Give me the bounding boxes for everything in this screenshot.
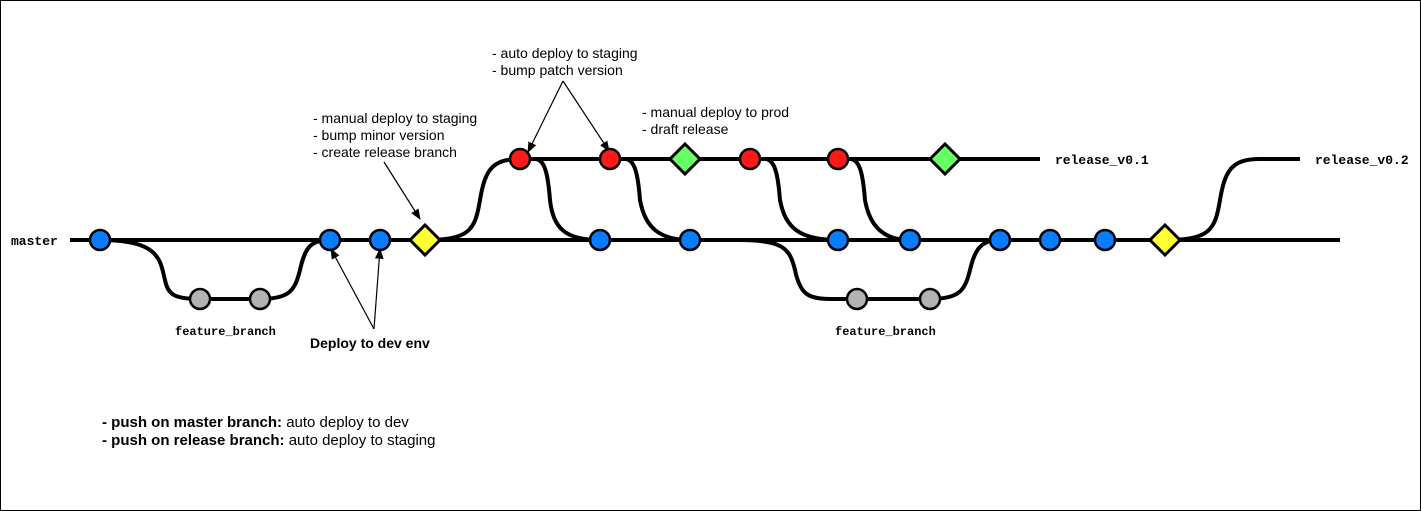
arrow-auto-deploy-right: [562, 80, 610, 152]
arrow-dev-deploy-right: [373, 247, 384, 330]
merge-3-to-master: [764, 157, 839, 242]
release-v01-branch-out: [424, 157, 521, 242]
annotation-manual-prod: - manual deploy to prod - draft release: [642, 104, 793, 137]
release-tag-diamond: [667, 141, 703, 177]
legend-master: - push on master branch: auto deploy to …: [102, 414, 409, 431]
master-commit: [1038, 228, 1062, 252]
release-commit: [738, 147, 762, 171]
legend-release: - push on release branch: auto deploy to…: [102, 432, 436, 449]
release-v02-branch-out: [1164, 157, 1300, 242]
annotation-auto-staging: - auto deploy to staging - bump patch ve…: [492, 45, 641, 78]
feature-commit: [845, 287, 869, 311]
feature-commits: [188, 287, 942, 311]
feature-branch-2-lane: [739, 238, 1001, 301]
release-commit: [826, 147, 850, 171]
feature-branch-2-label: feature_branch: [835, 325, 936, 339]
master-commit: [88, 228, 112, 252]
merge-2-to-master: [624, 157, 691, 242]
arrow-dev-deploy-left: [330, 248, 375, 330]
release-commit: [508, 147, 532, 171]
feature-commit: [248, 287, 272, 311]
master-label: master: [11, 234, 58, 249]
feature-branch-1-lane: [99, 238, 331, 301]
master-commits: [88, 228, 1117, 252]
master-commit: [1093, 228, 1117, 252]
merge-1-to-master: [534, 157, 601, 242]
release-v02-label: release_v0.2: [1315, 153, 1409, 168]
feature-commit: [918, 287, 942, 311]
master-commit: [678, 228, 702, 252]
deploy-dev-env-label: Deploy to dev env: [310, 335, 430, 351]
arrow-to-staging-deploy: [383, 161, 421, 220]
staging-deploy-diamond: [407, 222, 443, 258]
release-commits: [508, 147, 850, 171]
release-v01-label: release_v0.1: [1055, 153, 1149, 168]
merge-4-to-master: [849, 157, 911, 242]
master-commit: [988, 228, 1012, 252]
master-commit: [826, 228, 850, 252]
release-commit: [598, 147, 622, 171]
arrow-auto-deploy-left: [527, 80, 564, 153]
annotation-manual-staging: - manual deploy to staging - bump minor …: [313, 110, 481, 160]
feature-branch-1-label: feature_branch: [175, 325, 276, 339]
master-commit: [318, 228, 342, 252]
staging-deploy-diamond: [1147, 222, 1183, 258]
master-commit: [588, 228, 612, 252]
master-commit: [898, 228, 922, 252]
feature-commit: [188, 287, 212, 311]
release-tag-diamond: [927, 141, 963, 177]
master-commit: [368, 228, 392, 252]
